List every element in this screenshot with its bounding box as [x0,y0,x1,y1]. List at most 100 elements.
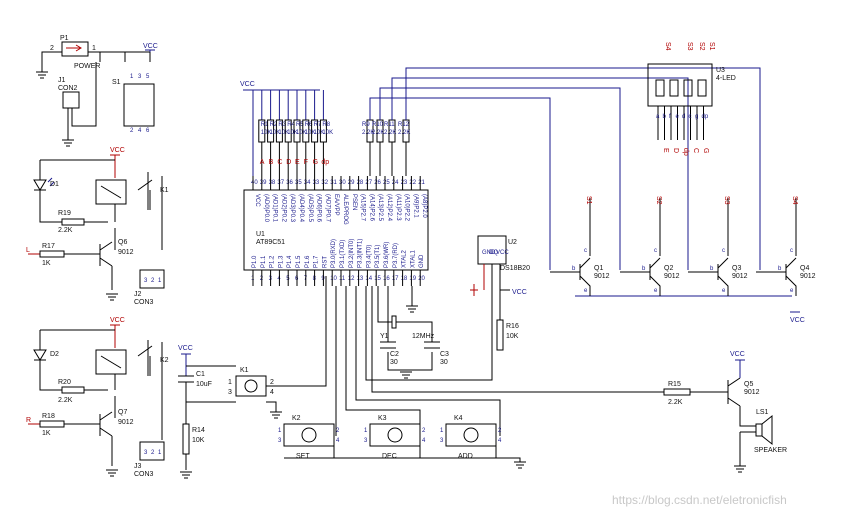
key-dec[interactable] [369,423,421,447]
driver-ref: Q4 [800,265,809,272]
svg-text:R18: R18 [42,413,55,420]
relay-2: VCC D2 R20 2.2K R R18 1K Q7 9012 K2 3 2 … [26,317,169,478]
segment-net-label: F [304,159,308,166]
svg-text:2: 2 [151,450,155,456]
pullup-value: 10K [322,130,333,136]
pullup-ref: R4 [287,122,295,128]
key-add[interactable] [445,423,497,447]
r14-resistor [182,423,190,455]
pullup-ref: R3 [278,122,286,128]
segment-net-label: C [277,159,282,166]
svg-text:2: 2 [270,379,274,386]
relay-1: VCC D1 R19 2.2K L R17 1K Q6 9012 K1 3 2 … [26,147,169,306]
c3-capacitor [424,341,440,349]
svg-text:J1: J1 [58,77,66,84]
mcu-pin-num-top: 22 [409,180,416,186]
mcu-pin-num-top: 30 [339,180,346,186]
pullup-ref: R5 [296,122,304,128]
pin-e: e [722,288,726,294]
q7-transistor [64,411,113,466]
mcu-pin-label-top: (AD7)P0.7 [324,194,330,223]
mcu-pin-label-top: PSEN [351,194,357,210]
mcu-pin-label-top: (A15)P2.7 [360,194,366,222]
reset-key-k1 [235,375,267,397]
key-pin-num: 1 [440,428,444,434]
digit-res-value: 2.2K [362,130,374,136]
svg-text:K1: K1 [240,367,249,374]
power-plug-icon [66,44,82,52]
mcu-pin-label-bottom: XTAL1 [410,249,416,268]
svg-text:J2: J2 [134,291,142,298]
svg-text:30: 30 [390,359,398,366]
digit-drivers: S1bceQ19012S2bceQ29012S3bceQ39012S4bceQ4… [550,196,816,296]
key-set[interactable] [283,423,335,447]
svg-text:GND: GND [482,250,496,256]
svg-text:10K: 10K [506,333,519,340]
mcu-pin-num-top: 37 [277,180,284,186]
mcu-pin-num-bottom: 14 [365,276,372,282]
digit-res-value: 2.2K [398,130,410,136]
mcu-pin-label-bottom: P1.6 [305,255,311,268]
svg-text:Q7: Q7 [118,409,127,416]
svg-text:SPEAKER: SPEAKER [754,447,787,454]
svg-text:VCC: VCC [110,317,125,324]
mcu-pin-label-bottom: P3.1(TXD) [340,240,346,268]
mcu-pin-num-top: 23 [401,180,408,186]
mcu-pin-label-bottom: P3.2(INT0) [349,239,355,268]
svg-text:VCC: VCC [512,289,527,296]
key-ref: K2 [292,415,301,422]
mcu-pin-label-bottom: P1.2 [270,255,276,268]
svg-text:VCC: VCC [240,81,255,88]
ground-icon [106,293,118,301]
svg-text:U2: U2 [508,239,517,246]
display-seg-label: dp [702,114,709,120]
svg-text:LS1: LS1 [756,409,769,416]
driver-net: S2 [655,196,662,205]
svg-text:10K: 10K [192,437,205,444]
driver-value: 9012 [732,273,748,280]
mcu-pin-num-bottom: 12 [348,276,355,282]
svg-text:4-LED: 4-LED [716,75,736,82]
s1-switch [123,83,155,127]
mcu-pin-num-top: 34 [304,180,311,186]
display-digit [655,79,665,97]
svg-text:AT89C51: AT89C51 [256,239,285,246]
svg-text:U1: U1 [256,231,265,238]
c1-capacitor [178,375,194,383]
r15-resistor [663,388,691,396]
mcu-u1: VCC U1 AT89C51 VCC40(AD0)P0.039(AD1)P0.1… [240,81,429,286]
mcu-pin-num-top: 35 [295,180,302,186]
pin-b: b [710,266,714,272]
p1-label: POWER [74,63,100,70]
ground-icon [400,371,412,379]
svg-text:R16: R16 [506,323,519,330]
svg-text:9012: 9012 [744,389,760,396]
svg-text:CON2: CON2 [58,85,78,92]
key-pin-num: 4 [336,438,340,444]
driver-value: 9012 [594,273,610,280]
mcu-pin-label-top: (A14)P2.6 [368,194,374,222]
display-digit [697,79,707,97]
key-pin-num: 3 [364,438,368,444]
digit-res-ref: R12 [398,122,410,128]
svg-text:R14: R14 [192,427,205,434]
mcu-pin-num-top: 36 [286,180,293,186]
key-pin-num: 2 [336,428,340,434]
mcu-pin-num-bottom: 19 [409,276,416,282]
display-digit [669,79,679,97]
pin-e: e [654,288,658,294]
key-ref: K3 [378,415,387,422]
mcu-pin-num-bottom: 16 [383,276,390,282]
mcu-pin-label-top: (A10)P2.2 [404,194,410,222]
pin-b: b [572,266,576,272]
svg-text:R15: R15 [668,381,681,388]
svg-text:5: 5 [146,74,150,80]
svg-text:30: 30 [440,359,448,366]
ground-icon [106,469,118,477]
pullup-value: 10K [261,130,272,136]
svg-text:9012: 9012 [118,419,134,426]
display-seg-label: g [695,114,698,120]
mcu-pin-num-top: 21 [418,180,425,186]
svg-text:L: L [26,247,30,254]
mcu-pin-label-bottom: P1.4 [287,255,293,268]
